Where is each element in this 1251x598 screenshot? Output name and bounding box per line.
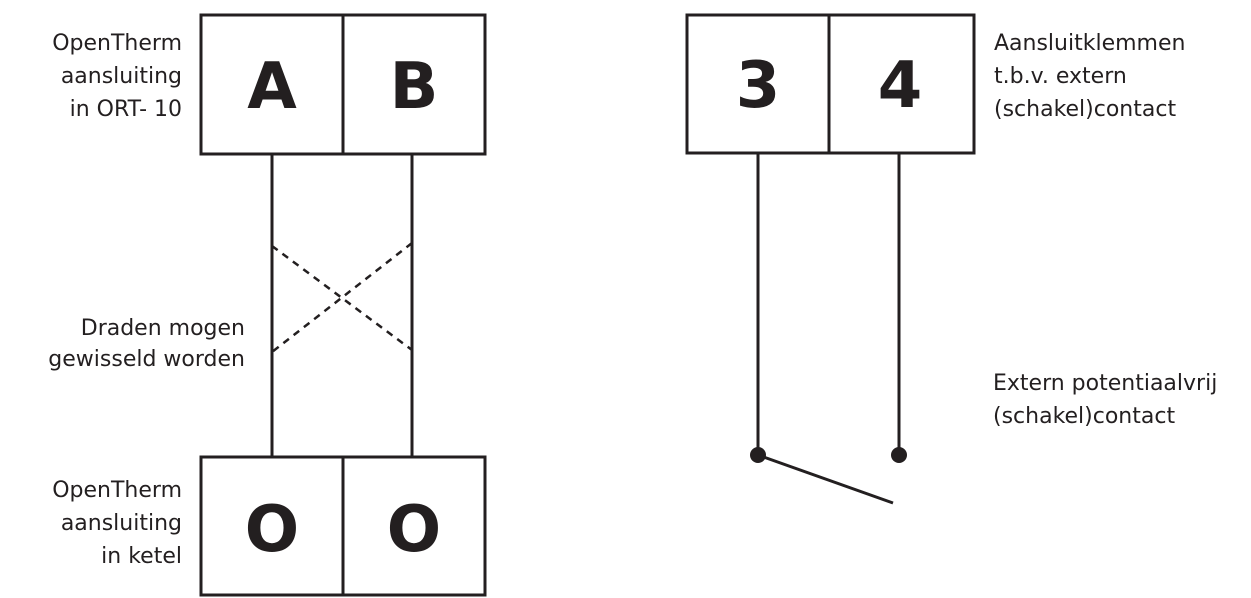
external-contact-terminal-block: 3 4 — [685, 13, 976, 155]
ext-terminals-line-1: Aansluitklemmen — [994, 31, 1185, 56]
switch-label-line-1: Extern potentiaalvrij — [993, 371, 1217, 396]
boiler-terminal-2-label: O — [387, 493, 441, 567]
ort10-label-line-1: OpenTherm — [52, 31, 182, 56]
terminal-4-label: 4 — [878, 49, 923, 123]
boiler-terminal-1-label: O — [245, 493, 299, 567]
boiler-connection-label: OpenTherm aansluiting in ketel — [52, 478, 182, 569]
terminal-b-label: B — [390, 50, 439, 124]
switch-label-line-2: (schakel)contact — [993, 404, 1175, 429]
boiler-label-line-3: in ketel — [101, 544, 182, 569]
swap-cross-indicator — [271, 242, 413, 353]
terminal-a-label: A — [247, 50, 297, 124]
ort10-terminal-block: A B — [199, 13, 487, 156]
ext-terminals-line-3: (schakel)contact — [994, 97, 1176, 122]
switch-contact-dot — [891, 447, 907, 463]
swap-dash-1 — [271, 244, 413, 352]
swap-label-line-1: Draden mogen — [81, 316, 245, 341]
terminal-4-box — [827, 13, 976, 155]
external-terminals-label: Aansluitklemmen t.b.v. extern (schakel)c… — [994, 31, 1185, 122]
boiler-label-line-2: aansluiting — [61, 511, 182, 536]
swap-wires-label: Draden mogen gewisseld worden — [48, 316, 245, 372]
terminal-a-box — [199, 13, 345, 156]
potential-free-switch — [750, 447, 907, 505]
terminal-3-label: 3 — [736, 49, 781, 123]
boiler-label-line-1: OpenTherm — [52, 478, 182, 503]
ext-terminals-line-2: t.b.v. extern — [994, 64, 1127, 89]
boiler-terminal-2-box — [341, 455, 487, 597]
boiler-terminal-1-box — [199, 455, 345, 597]
terminal-b-box — [341, 13, 487, 156]
boiler-terminal-block: O O — [199, 455, 487, 597]
switch-label: Extern potentiaalvrij (schakel)contact — [993, 371, 1217, 429]
switch-lever — [757, 453, 894, 505]
ort10-label-line-3: in ORT- 10 — [70, 97, 182, 122]
swap-dash-2 — [271, 242, 413, 353]
terminal-3-box — [685, 13, 831, 155]
ort10-label-line-2: aansluiting — [61, 64, 182, 89]
ort10-connection-label: OpenTherm aansluiting in ORT- 10 — [52, 31, 182, 122]
swap-label-line-2: gewisseld worden — [48, 347, 245, 372]
